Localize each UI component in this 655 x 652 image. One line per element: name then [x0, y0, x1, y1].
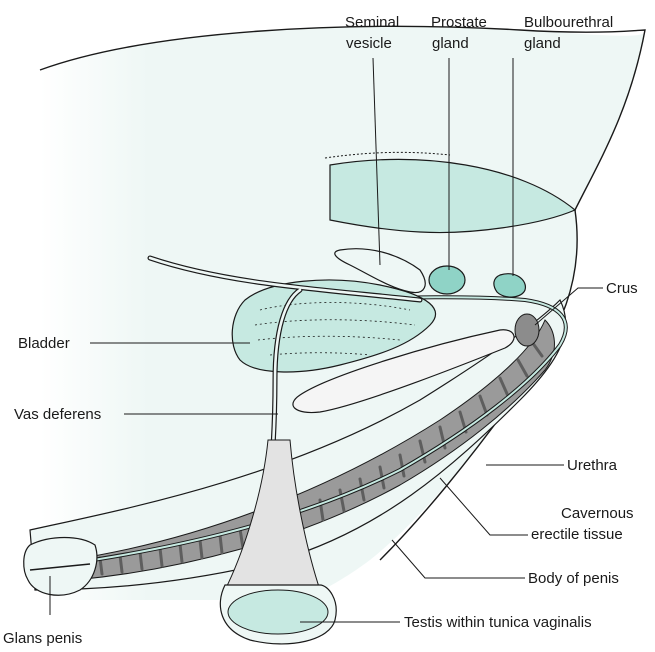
prostate-gland	[429, 266, 465, 294]
testis	[228, 590, 328, 634]
label-testis: Testis within tunica vaginalis	[404, 614, 592, 631]
crus	[515, 314, 539, 346]
label-cavernous-line1: Cavernous	[561, 505, 634, 522]
label-prostate-gland-line2: gland	[432, 35, 469, 52]
label-prostate-gland-line1: Prostate	[431, 14, 487, 31]
label-cavernous-line2: erectile tissue	[531, 526, 623, 543]
leader-cavernous-erectile-tissue	[440, 478, 528, 535]
leader-body-of-penis	[392, 540, 525, 578]
label-crus: Crus	[606, 280, 638, 297]
bulbourethral-gland	[494, 274, 526, 297]
label-seminal-vesicle-line2: vesicle	[346, 35, 392, 52]
label-glans-penis: Glans penis	[3, 630, 82, 647]
label-bladder: Bladder	[18, 335, 70, 352]
label-urethra: Urethra	[567, 457, 618, 474]
label-bulbourethral-gland-line1: Bulbourethral	[524, 14, 613, 31]
label-seminal-vesicle-line1: Seminal	[345, 14, 399, 31]
label-vas-deferens: Vas deferens	[14, 406, 101, 423]
label-bulbourethral-gland-line2: gland	[524, 35, 561, 52]
label-body-of-penis: Body of penis	[528, 570, 619, 587]
